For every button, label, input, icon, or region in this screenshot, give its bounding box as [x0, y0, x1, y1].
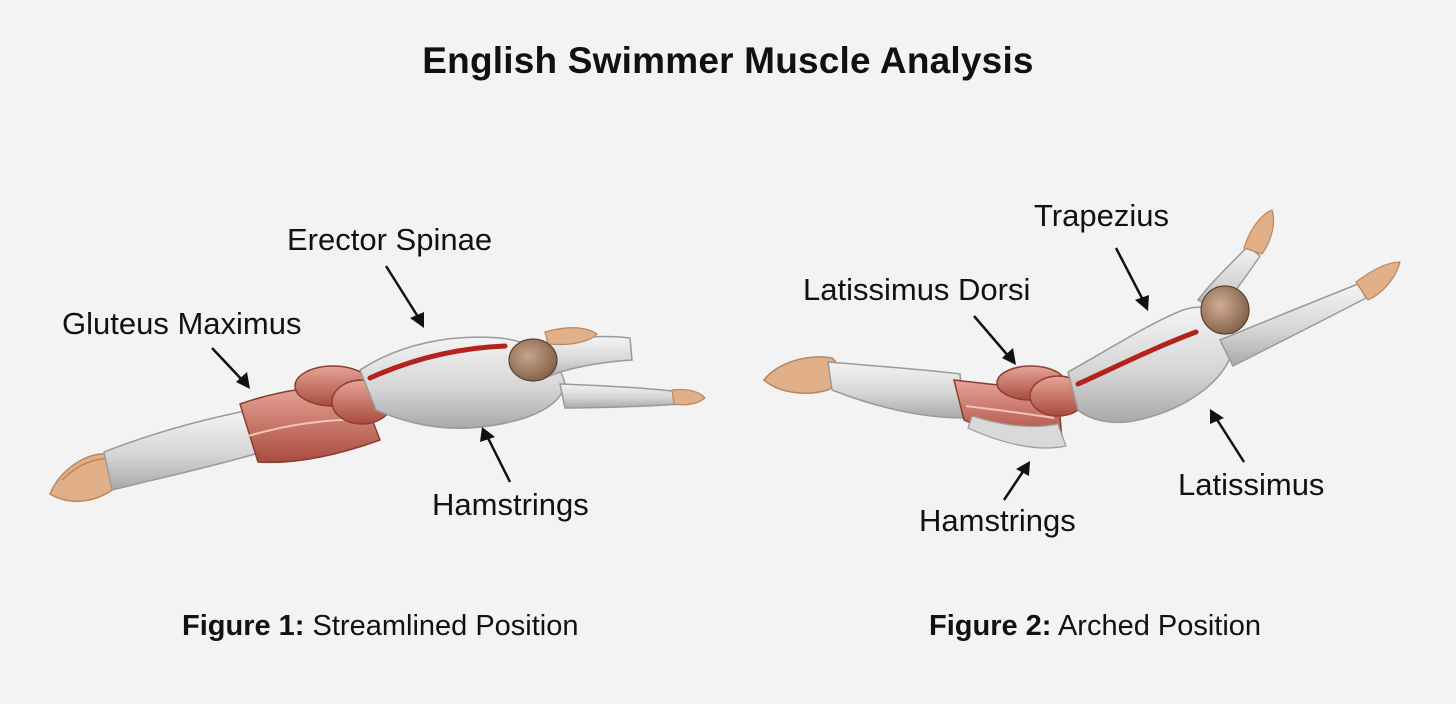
- label-erector-spinae: Erector Spinae: [287, 222, 493, 257]
- label-gluteus-maximus: Gluteus Maximus: [62, 306, 302, 341]
- label-trapezius: Trapezius: [1034, 198, 1169, 233]
- arrow-latissimus: [1210, 409, 1246, 463]
- figure-2-caption-prefix: Figure 2:: [929, 610, 1052, 642]
- streamlined-swimmer-illustration: [49, 265, 706, 502]
- figure-arched: Trapezius Latissimus Dorsi Hamstrings La…: [728, 0, 1456, 704]
- label-latissimus-dorsi: Latissimus Dorsi: [803, 272, 1031, 307]
- page-title: English Swimmer Muscle Analysis: [422, 40, 1034, 81]
- arched-swimmer-illustration: [762, 209, 1401, 501]
- label-latissimus: Latissimus: [1178, 467, 1325, 502]
- arrow-gluteus-maximus: [211, 347, 250, 389]
- arrow-latissimus-dorsi: [973, 315, 1016, 365]
- arrow-erector-spinae: [384, 265, 424, 328]
- figure-2-caption-text: Arched Position: [1057, 610, 1262, 642]
- figure-1-caption: Figure 1: Streamlined Position: [182, 610, 579, 643]
- label-hamstrings-2: Hamstrings: [919, 503, 1076, 538]
- arrow-trapezius: [1114, 247, 1149, 311]
- swimmer-body-2: [762, 209, 1401, 449]
- figure-2-caption: Figure 2: Arched Position: [929, 610, 1261, 643]
- swimmer-body-1: [49, 327, 706, 502]
- arrow-hamstrings-2: [1002, 461, 1030, 501]
- figure-1-caption-prefix: Figure 1:: [182, 610, 305, 642]
- figure-1-caption-text: Streamlined Position: [312, 610, 579, 642]
- arrow-hamstrings: [480, 427, 512, 483]
- figure-streamlined: Erector Spinae Gluteus Maximus Hamstring…: [49, 222, 706, 643]
- label-hamstrings: Hamstrings: [432, 487, 589, 522]
